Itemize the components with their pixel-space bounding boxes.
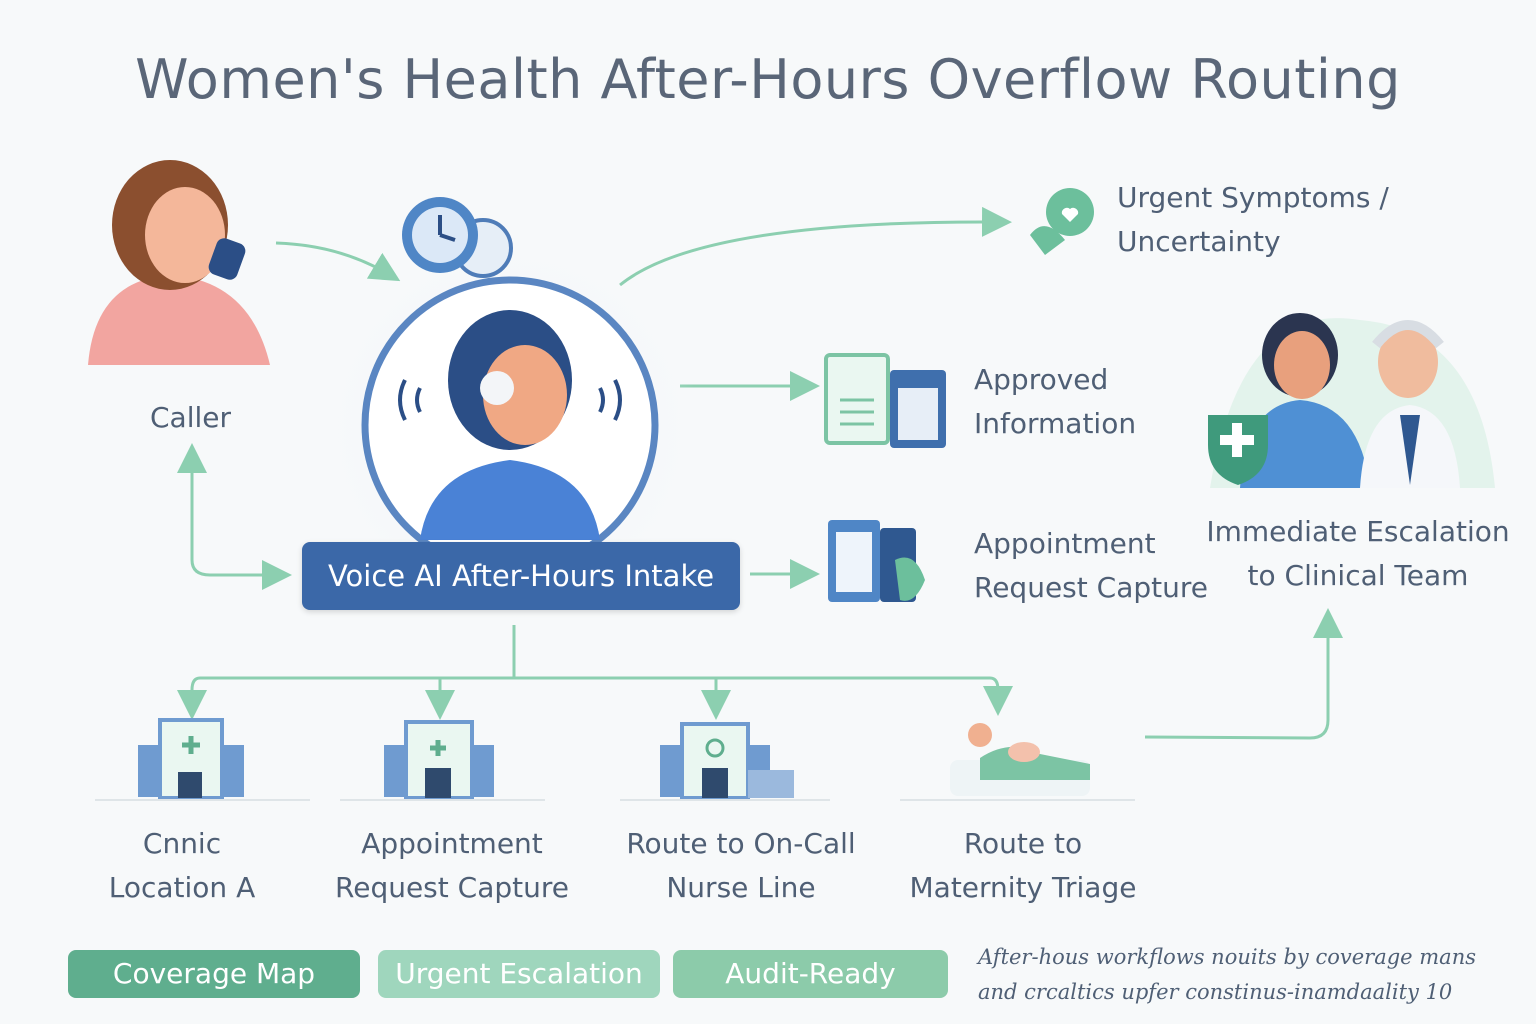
route-on-call-nurse: Route to On-Call Nurse Line — [606, 822, 876, 910]
escalation-label: Immediate Escalation to Clinical Team — [1200, 510, 1516, 598]
approved-information-label: Approved Information — [974, 358, 1136, 446]
route-line-2: Nurse Line — [666, 871, 816, 904]
urgent-line-1: Urgent Symptoms / — [1117, 181, 1389, 214]
clinic-building-icon — [138, 718, 244, 800]
appointment-line-2: Request Capture — [974, 571, 1208, 604]
audit-ready-pill: Audit-Ready — [673, 950, 948, 998]
appointment-request-label: Appointment Request Capture — [974, 522, 1208, 610]
flow-arrows — [177, 206, 1343, 740]
maternity-bed-icon — [950, 723, 1090, 796]
route-line-1: Appointment — [361, 827, 543, 860]
footnote-line-1: After-hous workflows nouits by coverage … — [978, 945, 1476, 969]
route-line-1: Cnnic — [142, 827, 222, 860]
escalation-line-2: to Clinical Team — [1247, 559, 1469, 592]
approved-line-1: Approved — [974, 363, 1109, 396]
route-line-2: Maternity Triage — [909, 871, 1137, 904]
clinical-team-illustration — [1208, 313, 1495, 488]
appointment-building-icon — [384, 720, 494, 800]
route-line-2: Request Capture — [335, 871, 569, 904]
caller-label: Caller — [150, 401, 232, 434]
appointment-clipboard-icon — [828, 520, 925, 602]
urgent-line-2: Uncertainty — [1117, 225, 1281, 258]
footnote-line-2: and crcaltics upfer constinus-inamdaalit… — [978, 980, 1453, 1004]
coverage-map-pill: Coverage Map — [68, 950, 360, 998]
route-line-1: Route to — [963, 827, 1083, 860]
escalation-line-1: Immediate Escalation — [1206, 515, 1510, 548]
urgent-escalation-pill: Urgent Escalation — [378, 950, 660, 998]
caller-illustration — [88, 160, 270, 365]
clock-moon-icon — [402, 197, 513, 278]
voice-agent-icon — [320, 240, 700, 620]
urgent-symptoms-label: Urgent Symptoms / Uncertainty — [1117, 176, 1389, 264]
approved-info-documents-icon — [824, 353, 946, 448]
route-maternity-triage: Route to Maternity Triage — [892, 822, 1154, 910]
page-title: Women's Health After-Hours Overflow Rout… — [135, 48, 1401, 111]
route-line-2: Location A — [108, 871, 256, 904]
nurse-line-building-icon — [660, 722, 794, 800]
route-appointment-request: Appointment Request Capture — [322, 822, 582, 910]
appointment-line-1: Appointment — [974, 527, 1156, 560]
urgent-heart-icon — [1030, 188, 1094, 255]
route-clinic-location: Cnnic Location A — [62, 822, 302, 910]
footnote: After-hous workflows nouits by coverage … — [978, 940, 1498, 1010]
route-line-1: Route to On-Call — [626, 827, 856, 860]
voice-ai-intake-node: Voice AI After-Hours Intake — [302, 542, 740, 610]
approved-line-2: Information — [974, 407, 1137, 440]
